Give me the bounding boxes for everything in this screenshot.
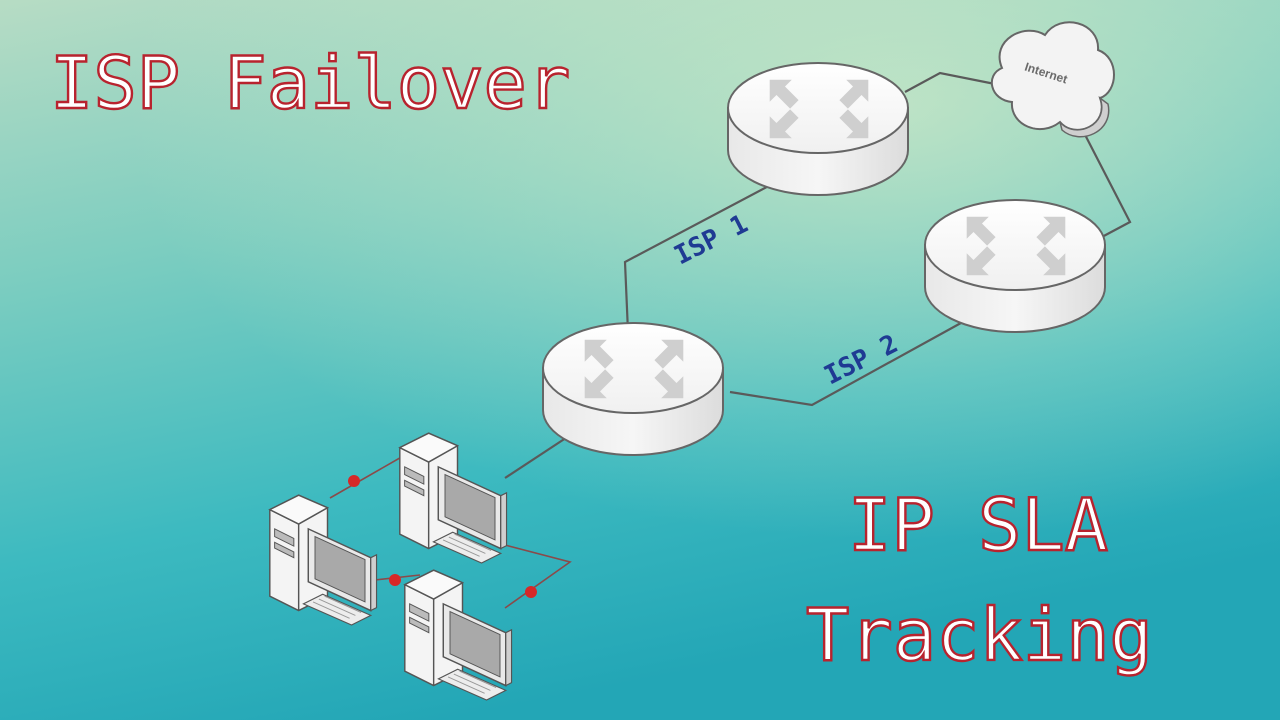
link-internet-to-isp2 bbox=[1079, 124, 1132, 239]
lan-node-dot bbox=[348, 475, 360, 487]
lan-node-dot bbox=[389, 574, 401, 586]
router-isp2 bbox=[924, 199, 1106, 333]
link-isp2-to-core bbox=[729, 317, 971, 407]
lan-node-dots bbox=[348, 475, 537, 598]
router-core bbox=[542, 322, 724, 456]
link-core-to-isp1 bbox=[623, 179, 781, 333]
lan-node-dot bbox=[525, 586, 537, 598]
internet-cloud: Internet bbox=[990, 21, 1115, 138]
lan-link-a bbox=[329, 454, 406, 499]
link-isp1-to-internet bbox=[904, 71, 1001, 93]
router-isp1 bbox=[727, 62, 909, 196]
title-ip-sla: IP SLA bbox=[848, 483, 1108, 567]
title-isp-failover: ISP Failover bbox=[50, 41, 570, 125]
title-tracking: Tracking bbox=[806, 593, 1153, 677]
